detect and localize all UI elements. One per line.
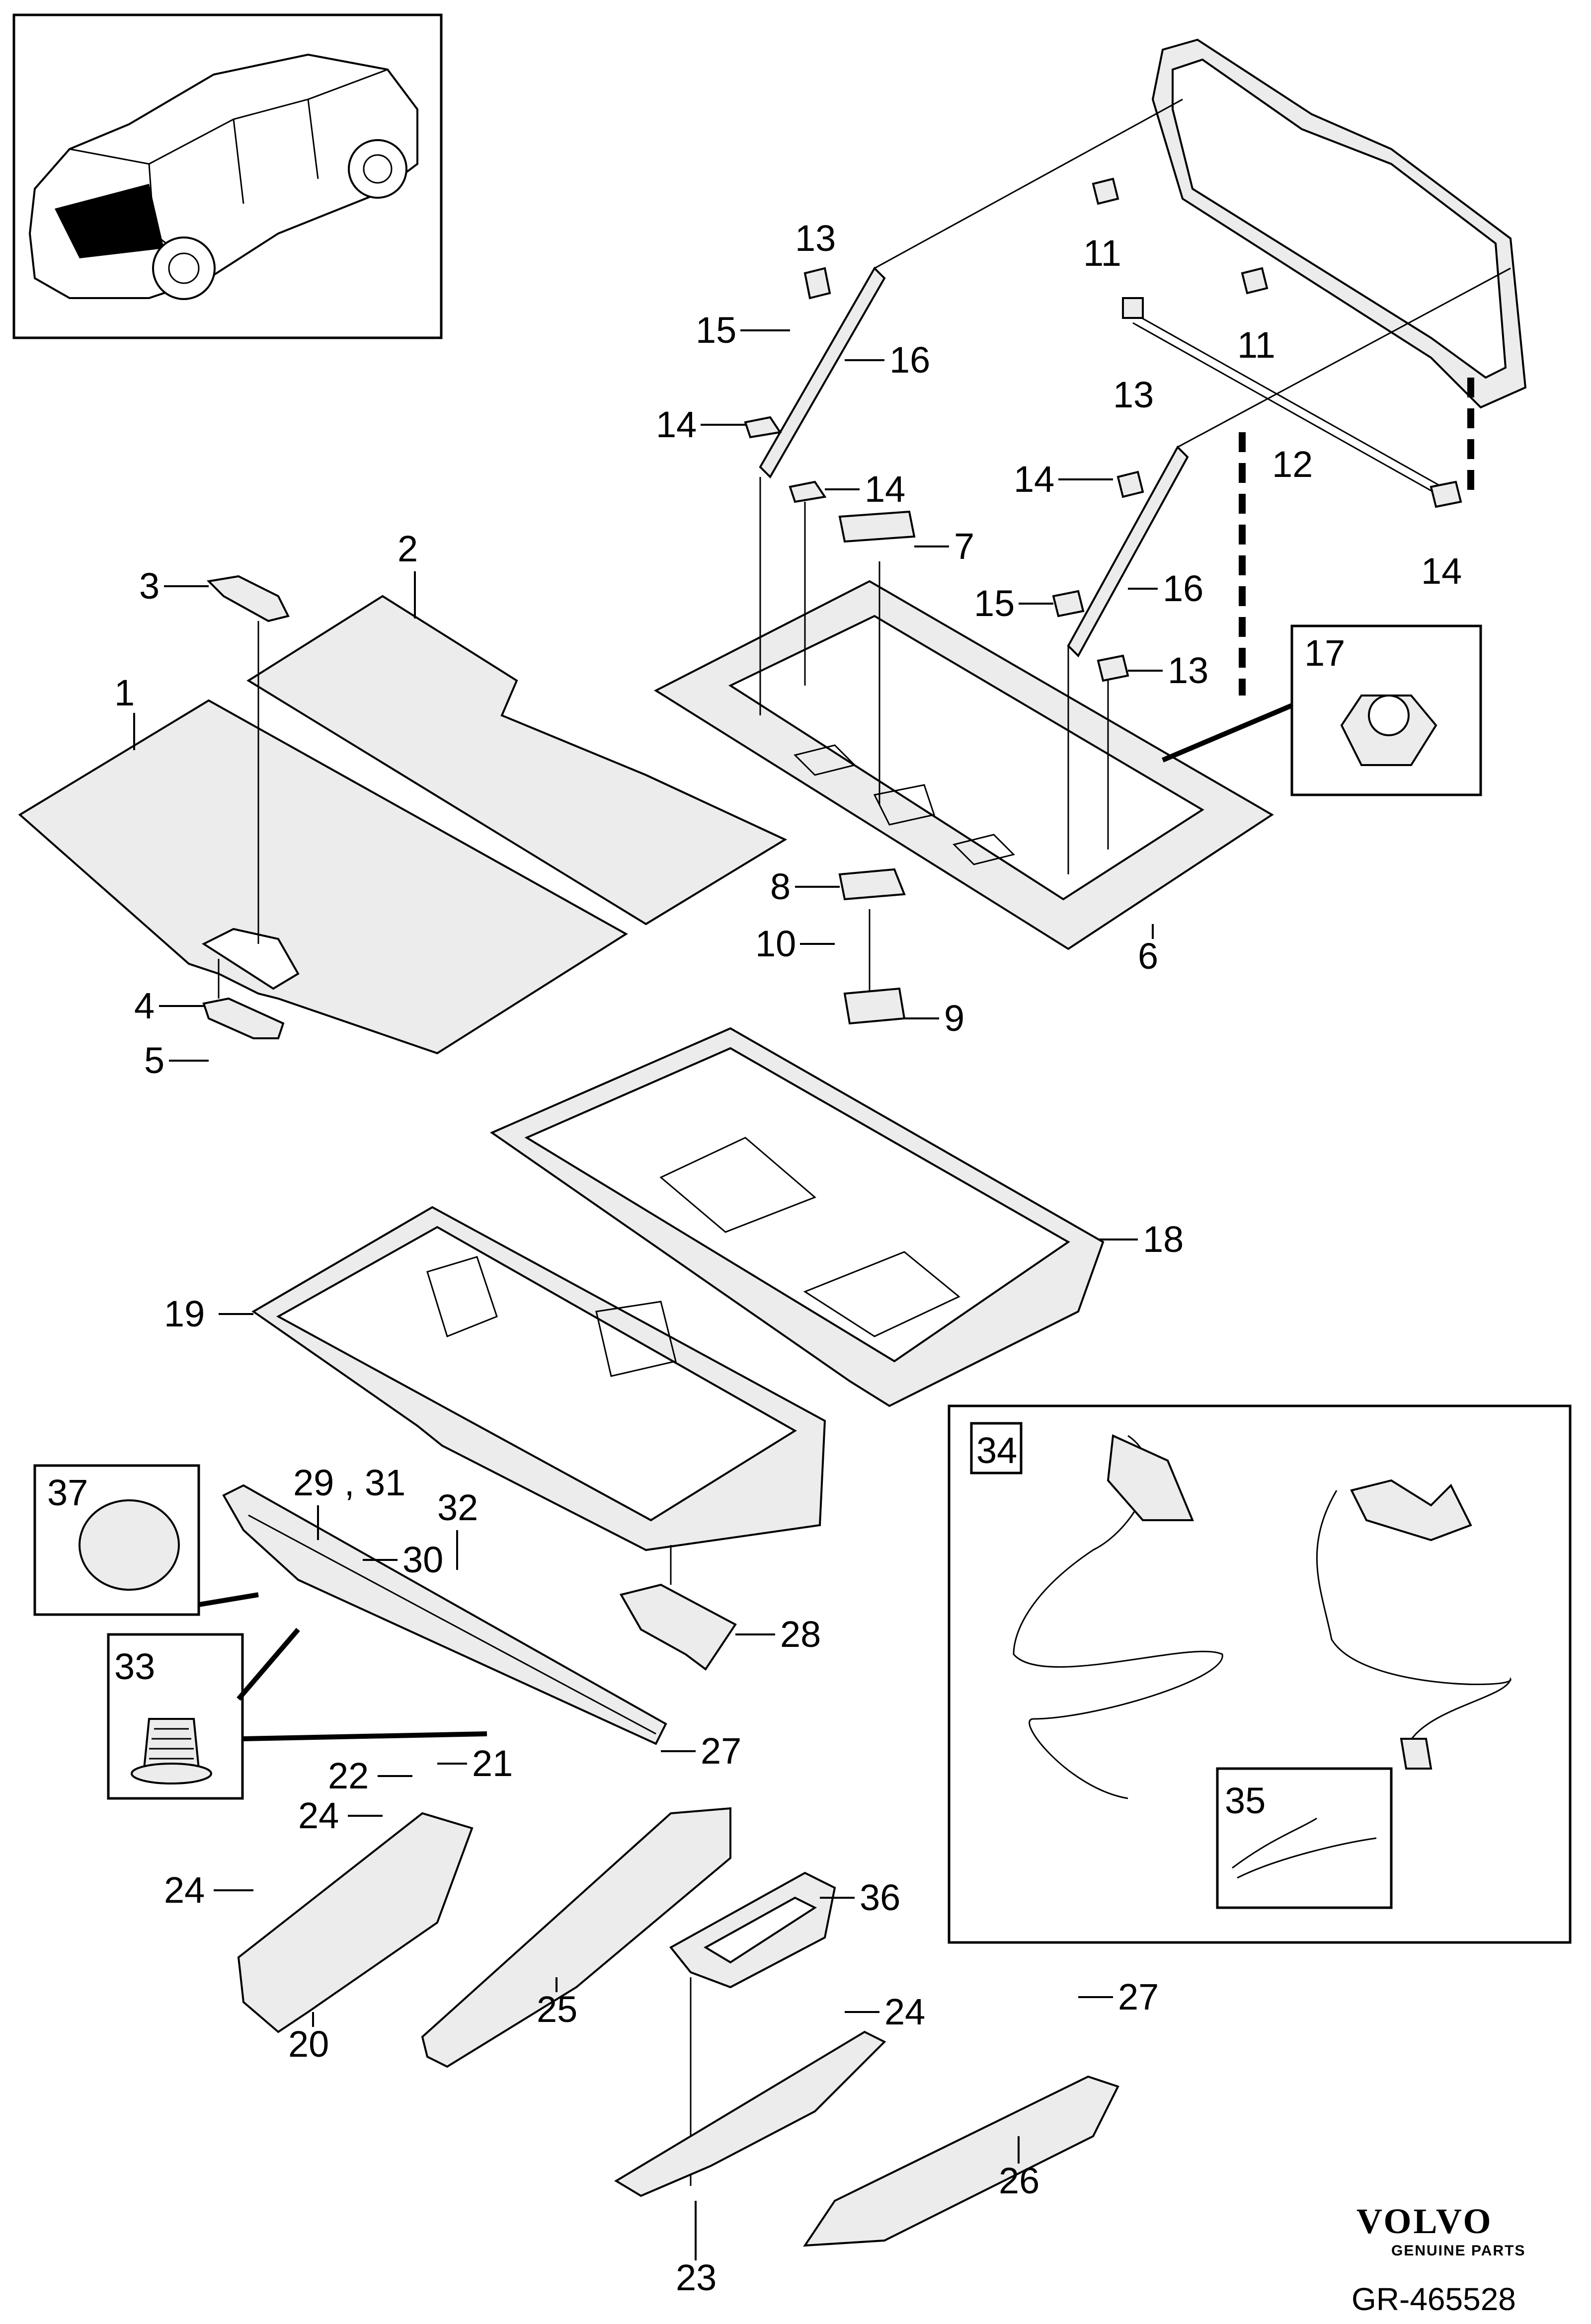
callout-27b: 27 (1118, 1976, 1159, 2017)
callout-13a: 13 (795, 218, 836, 259)
part-17-nut-inset (1290, 624, 1482, 796)
callout-10: 10 (755, 923, 796, 964)
floor-panel-1 (18, 699, 628, 1055)
callout-22: 22 (328, 1755, 369, 1796)
inset-arrows (198, 1592, 487, 1741)
callout-11a: 11 (1083, 232, 1121, 274)
callout-16b: 16 (1163, 568, 1203, 609)
callout-35: 35 (1225, 1780, 1266, 1821)
rod-16-left (759, 266, 886, 479)
callout-14b: 14 (865, 468, 905, 510)
part-34-cables-inset (948, 1404, 1572, 1944)
callout-14c: 14 (1014, 459, 1054, 500)
brand-name: VOLVO (1356, 2201, 1493, 2241)
callout-25: 25 (537, 1989, 577, 2030)
callout-11b: 11 (1237, 324, 1275, 366)
brand-subtitle: GENUINE PARTS (1391, 2243, 1525, 2259)
part-28-bracket (619, 1545, 737, 1671)
small-brackets (744, 177, 1462, 1025)
part-37-cap-inset (33, 1464, 200, 1616)
foam-insert-18 (489, 1027, 1105, 1407)
callout-5: 5 (144, 1040, 164, 1081)
rod-16-right (1067, 445, 1189, 658)
foam-insert-19 (251, 1206, 826, 1551)
sill-trim-29-31 (222, 1484, 667, 1745)
callout-20: 20 (288, 2023, 329, 2065)
callout-30: 30 (402, 1539, 443, 1580)
vehicle-locator-inset (12, 13, 443, 339)
part-3-handle (206, 575, 290, 944)
callout-14a: 14 (656, 404, 697, 445)
callout-26: 26 (999, 2160, 1039, 2201)
callout-32: 32 (437, 1487, 478, 1528)
cargo-tray-6 (653, 580, 1274, 950)
callout-4: 4 (134, 985, 155, 1026)
callout-15a: 15 (696, 310, 736, 351)
strap-12 (1132, 312, 1451, 503)
callout-24c: 24 (884, 1991, 925, 2032)
side-trim-23 (614, 2030, 886, 2197)
callout-13b: 13 (1113, 374, 1154, 415)
part-33-clip-inset (107, 1633, 244, 1800)
callout-labels: 1 2 3 4 5 6 7 8 9 10 11 11 12 13 13 13 1… (47, 218, 1462, 2298)
callout-24a: 24 (298, 1795, 339, 1836)
volvo-logo: VOLVO GENUINE PARTS (1356, 2201, 1525, 2259)
callout-2: 2 (398, 528, 418, 569)
callout-33: 33 (114, 1646, 155, 1687)
callout-34: 34 (976, 1430, 1017, 1471)
side-trim-20 (237, 1812, 474, 2033)
callout-19: 19 (164, 1293, 205, 1334)
callout-3: 3 (139, 565, 159, 607)
callout-13c: 13 (1168, 650, 1208, 691)
callout-14d: 14 (1421, 550, 1462, 592)
callout-28: 28 (780, 1614, 821, 1655)
callout-9: 9 (944, 998, 964, 1039)
callout-23: 23 (676, 2257, 716, 2298)
side-trim-25 (421, 1807, 731, 2068)
callout-29-31: 29 , 31 (293, 1462, 405, 1503)
callout-16a: 16 (889, 339, 930, 381)
callout-6: 6 (1138, 935, 1158, 977)
part-4-hinge (202, 959, 285, 1039)
side-trim-26 (803, 2075, 1119, 2247)
reference-number: GR-465528 (1352, 2281, 1516, 2317)
callout-15b: 15 (974, 583, 1015, 624)
link-lines (759, 98, 1511, 999)
cargo-cover-12-panel (1151, 38, 1527, 409)
floor-panel-2 (246, 595, 788, 926)
callout-24b: 24 (164, 1869, 205, 1911)
storage-tray-36 (669, 1871, 836, 2186)
callout-8: 8 (770, 866, 791, 907)
callout-21: 21 (472, 1743, 513, 1784)
callout-1: 1 (114, 672, 135, 713)
callout-17: 17 (1304, 632, 1345, 674)
callout-18: 18 (1143, 1219, 1184, 1260)
callout-36: 36 (860, 1877, 900, 1918)
callout-27a: 27 (701, 1730, 741, 1772)
callout-12: 12 (1272, 444, 1313, 485)
callout-37: 37 (47, 1472, 88, 1513)
callout-7: 7 (954, 526, 974, 567)
